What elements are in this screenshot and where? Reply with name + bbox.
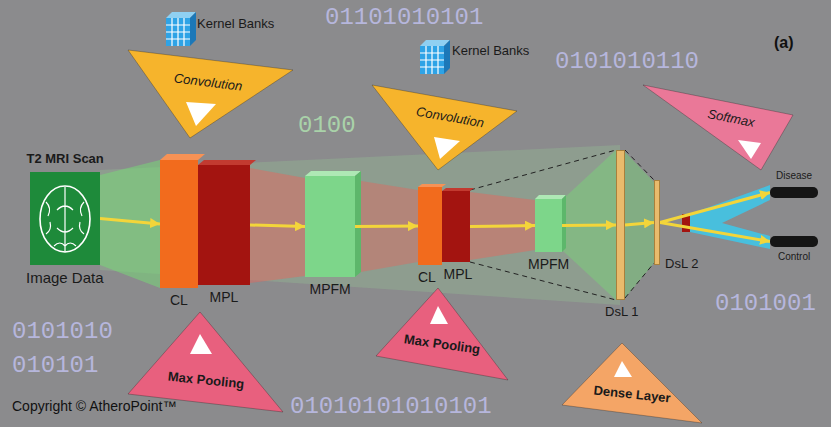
- triangle-fill: [128, 312, 283, 412]
- triangle-marker: [430, 306, 448, 324]
- dense-layer-bar: DsL 1: [616, 150, 625, 300]
- triangle-shape: [372, 85, 517, 170]
- panel-letter: (a): [774, 34, 794, 52]
- triangle-fill: [376, 288, 508, 380]
- layer-label: Image Data: [26, 269, 104, 286]
- triangle-marker: [434, 137, 460, 159]
- flow-arrow: [660, 223, 770, 242]
- kernel-bank-label: Kernel Banks: [452, 44, 529, 59]
- triangle-shape: [376, 288, 508, 380]
- maxpool-layer-block: MPL: [198, 165, 250, 285]
- kernel-bank-icon: [420, 40, 450, 74]
- icon-grid: [420, 46, 444, 74]
- softmax-triangle: Softmax: [643, 85, 793, 170]
- layer-label: DsL 1: [605, 305, 638, 320]
- dashed-guide: [355, 226, 418, 227]
- block-side: [562, 195, 566, 252]
- binary-watermark: 0101010: [12, 318, 113, 346]
- output-cylinder: Control: [770, 236, 818, 247]
- triangle-marker: [186, 102, 216, 126]
- dense-layer-triangle: Dense Layer: [562, 343, 702, 423]
- convolution-triangle: Convolution: [128, 50, 293, 140]
- binary-watermark: 010101: [12, 352, 98, 380]
- binary-watermark: 0101001: [715, 290, 816, 318]
- triangle-marker: [614, 361, 632, 377]
- layer-label: MPFM: [310, 281, 351, 297]
- maxpool-layer-block: MPL: [442, 191, 470, 262]
- flow-arrow: [470, 226, 535, 227]
- triangle-fill: [128, 50, 293, 138]
- layer-label: T2 MRI Scan: [27, 152, 104, 167]
- layer-label: MPL: [210, 289, 239, 305]
- layer-label: CL: [170, 292, 188, 308]
- funnel-red: [355, 180, 418, 273]
- funnel-haze: [100, 145, 620, 305]
- funnel-green: [100, 160, 160, 288]
- flow-arrow: [355, 225, 418, 229]
- brain-detail: [46, 187, 84, 252]
- triangle-shape: [128, 312, 283, 412]
- layer-label: DsL 2: [665, 257, 698, 272]
- flow-arrow: [250, 225, 305, 227]
- triangle-marker: [190, 334, 212, 354]
- icon-face: [166, 18, 190, 46]
- triangle-shape: [128, 50, 293, 140]
- funnel-green: [625, 152, 654, 298]
- binary-watermark: 01101010101: [325, 4, 483, 32]
- image-data-box: T2 MRI ScanImage Data: [30, 172, 100, 265]
- flow-arrow: [562, 224, 616, 228]
- output-cylinder: Disease: [770, 187, 818, 198]
- convolution-triangle: Convolution: [372, 85, 517, 170]
- funnel-red: [470, 192, 535, 260]
- conv-layer-block: CL: [160, 160, 198, 288]
- dashed-guide: [625, 150, 654, 180]
- funnel-red: [250, 168, 305, 283]
- icon-face: [190, 12, 196, 46]
- layer-label: MPFM: [528, 256, 569, 272]
- layer-label: CL: [418, 269, 436, 285]
- brain-scan: [30, 172, 100, 265]
- flow-arrow: [625, 223, 654, 226]
- flow-arrow: [660, 193, 770, 223]
- layer-label: Disease: [776, 170, 812, 182]
- icon-face: [420, 46, 444, 74]
- layer-label: Control: [778, 251, 810, 263]
- dashed-guide: [470, 150, 616, 190]
- kernel-bank-icon: [166, 12, 196, 46]
- dashed-guide: [625, 263, 654, 298]
- funnel-green: [562, 150, 616, 300]
- binary-watermark: 01010101010101: [290, 393, 492, 421]
- triangle-marker: [738, 140, 761, 159]
- flow-arrow: [100, 219, 160, 225]
- maxpool-triangle: Max Pooling: [376, 288, 508, 380]
- layer-label: MPL: [444, 266, 473, 282]
- feature-map-block: MPFM: [535, 199, 562, 252]
- brain-outline: [40, 186, 90, 252]
- copyright-note: Copyright © AtheroPoint™: [12, 398, 176, 414]
- triangle-fill: [643, 85, 793, 170]
- dense-layer-bar: DsL 2: [654, 180, 660, 265]
- conv-layer-block: CL: [418, 187, 442, 265]
- block-side: [355, 171, 361, 277]
- triangle-shape: [562, 343, 702, 423]
- icon-grid: [166, 18, 190, 46]
- kernel-bank-label: Kernel Banks: [197, 17, 274, 32]
- triangle-shape: [643, 85, 793, 170]
- triangle-fill: [562, 343, 702, 423]
- triangle-fill: [372, 85, 517, 170]
- maxpool-triangle: Max Pooling: [128, 312, 283, 412]
- feature-map-block: MPFM: [305, 176, 355, 277]
- binary-watermark: 0100: [298, 112, 356, 140]
- icon-face: [444, 40, 450, 74]
- binary-watermark: 0101010110: [555, 48, 699, 76]
